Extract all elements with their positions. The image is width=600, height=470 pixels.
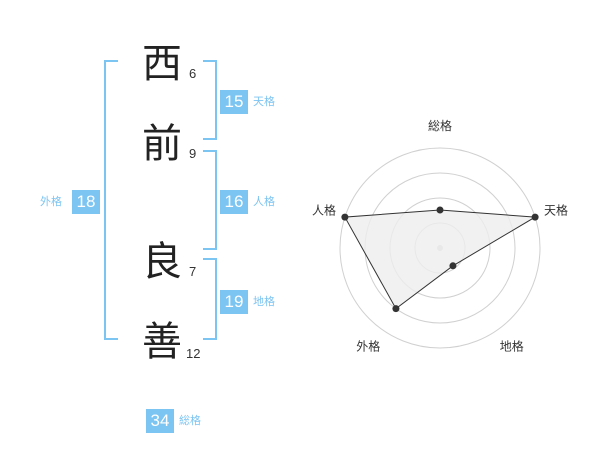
radar-axis-label-1: 総格 — [428, 118, 452, 133]
radar-axis-label-3: 地格 — [500, 339, 524, 354]
name-char-2: 前 — [142, 121, 182, 167]
chikaku-value: 19 — [220, 290, 248, 314]
radar-point-4 — [392, 305, 400, 313]
stroke-count-3: 7 — [189, 264, 197, 279]
stroke-count-2: 9 — [189, 146, 197, 161]
gaikaku-value: 18 — [72, 190, 100, 214]
tenkaku-label: 天格 — [253, 95, 275, 108]
radar-point-5 — [341, 213, 349, 221]
jinkaku-bracket — [203, 150, 217, 250]
radar-ring-4 — [339, 147, 541, 349]
radar-point-3 — [449, 262, 457, 270]
soukaku-label: 総格 — [179, 414, 201, 427]
radar-axis-label-5: 人格 — [312, 202, 336, 217]
gaikaku-bracket — [104, 60, 118, 340]
chikaku-bracket — [203, 258, 217, 340]
radar-axis-label-2: 天格 — [544, 202, 568, 217]
tenkaku-value: 15 — [220, 90, 248, 114]
radar-point-1 — [436, 206, 444, 214]
name-char-4: 善 — [142, 319, 182, 365]
tenkaku-bracket — [203, 60, 217, 140]
chikaku-label: 地格 — [253, 295, 275, 308]
radar-polygon — [344, 209, 537, 310]
jinkaku-label: 人格 — [253, 195, 275, 208]
name-char-3: 良 — [142, 239, 182, 285]
jinkaku-value: 16 — [220, 190, 248, 214]
stroke-count-1: 6 — [189, 66, 197, 81]
radar-point-2 — [531, 213, 539, 221]
stroke-count-4: 12 — [186, 346, 201, 361]
soukaku-value: 34 — [146, 409, 174, 433]
radar-axis-label-4: 外格 — [356, 339, 380, 354]
name-char-1: 西 — [142, 41, 182, 87]
gaikaku-label: 外格 — [40, 195, 62, 208]
